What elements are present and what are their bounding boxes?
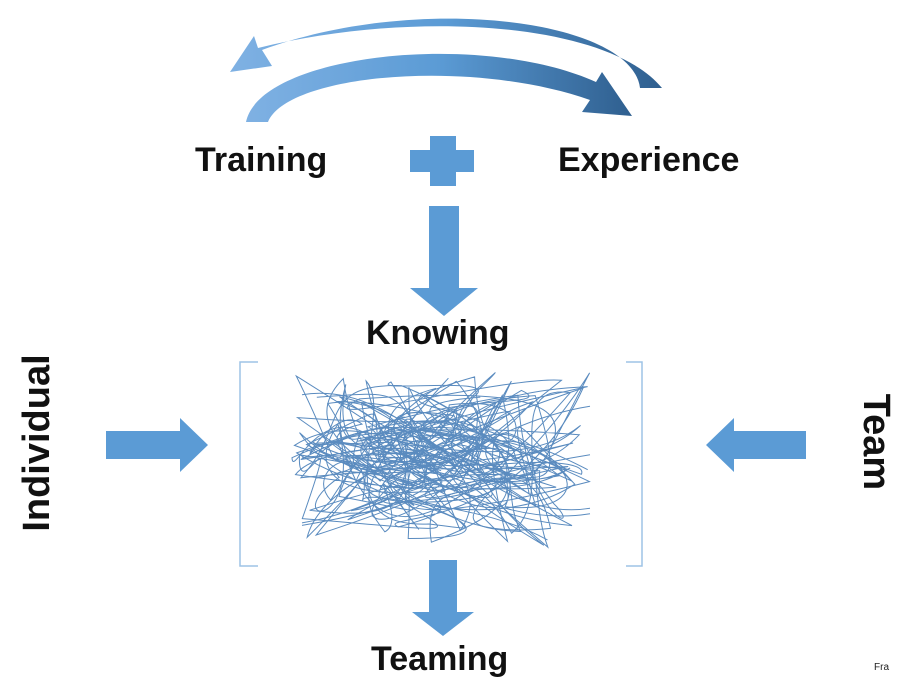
label-experience: Experience <box>558 141 740 179</box>
scribble-stroke <box>301 455 591 517</box>
label-teaming: Teaming <box>371 640 509 678</box>
scribble-stroke <box>293 376 585 534</box>
tangle-scribble <box>291 372 591 549</box>
scribble-stroke <box>301 405 591 524</box>
label-corner-fragment: Fra <box>874 662 889 673</box>
cycle-arrows-icon <box>230 18 662 122</box>
down-arrow-teaming <box>412 560 474 636</box>
left-arrow-team <box>706 418 806 472</box>
label-team: Team <box>855 393 897 491</box>
scribble-stroke <box>301 454 591 526</box>
scribble-stroke <box>301 392 591 511</box>
label-knowing: Knowing <box>366 314 510 352</box>
label-individual: Individual <box>16 354 58 532</box>
label-training: Training <box>195 141 328 179</box>
arc-arrow-right <box>246 53 632 122</box>
down-arrow-knowing <box>410 206 478 316</box>
plus-icon <box>410 136 474 186</box>
right-arrow-individual <box>106 418 208 472</box>
bracket-frame <box>239 361 643 567</box>
arc-arrow-left <box>230 18 662 88</box>
